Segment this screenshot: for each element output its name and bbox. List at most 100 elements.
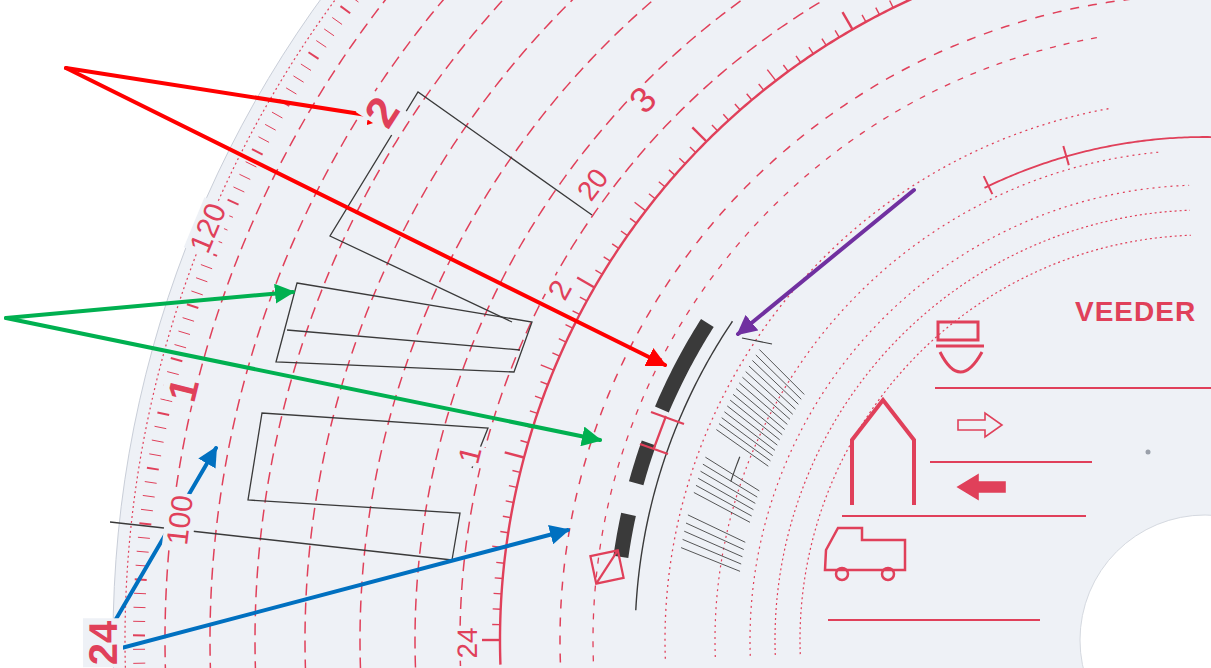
scale-tick	[505, 452, 524, 457]
scale-tick	[512, 471, 520, 473]
scale-tick	[239, 174, 250, 179]
scale-tick	[735, 104, 740, 110]
scale-tick	[316, 41, 326, 48]
speed-trace	[287, 330, 520, 350]
activity-bar	[636, 443, 649, 483]
scale-tick	[493, 608, 501, 610]
scale-tick	[559, 339, 566, 342]
truck-icon	[836, 568, 848, 580]
distance-hatch	[756, 355, 801, 399]
distance-hatch	[749, 366, 796, 409]
distance-hatch	[746, 372, 793, 415]
truck-icon	[825, 528, 905, 570]
scale-tick	[604, 257, 611, 261]
scale-tick	[862, 15, 866, 22]
availability-symbol	[590, 550, 623, 583]
scale-tick	[635, 202, 646, 211]
scale-tick	[712, 125, 718, 131]
annotation-arrow	[6, 318, 600, 440]
scale-tick	[783, 65, 788, 71]
distance-hatch	[700, 471, 755, 503]
distance-hatch	[727, 406, 777, 445]
distance-hatch	[730, 400, 780, 440]
distance-hatch	[733, 394, 782, 434]
scale-tick	[809, 47, 813, 54]
pin-hole	[1146, 450, 1151, 455]
arrow-out-icon	[958, 413, 1002, 437]
scale-tick	[492, 624, 500, 626]
driver-icon	[938, 322, 978, 340]
scale-ring	[593, 37, 1099, 661]
scale-tick	[324, 29, 334, 36]
scale-tick	[535, 396, 543, 399]
hour-number: 2	[356, 88, 408, 136]
scale-tick	[796, 56, 801, 63]
speed-trace	[248, 413, 488, 560]
scale-ring	[255, 0, 1211, 668]
scale-ring	[210, 0, 1211, 668]
hour-number: 2	[542, 274, 578, 306]
scale-ring	[305, 0, 1211, 668]
scale-tick	[566, 325, 573, 329]
activity-trace	[636, 321, 733, 610]
scale-tick	[137, 551, 149, 553]
scale-tick	[630, 218, 636, 223]
scale-tick	[595, 270, 602, 274]
distance-hatch	[705, 457, 759, 491]
distance-hatch	[759, 349, 804, 394]
scale-tick	[133, 649, 145, 650]
annotation-arrow	[66, 68, 665, 365]
scale-tick	[509, 486, 517, 488]
scale-ring	[665, 108, 1111, 659]
scale-tick	[258, 137, 269, 143]
annotation-arrow	[738, 190, 914, 334]
scale-tick	[187, 304, 198, 308]
annotation-arrow	[6, 292, 293, 318]
scale-tick	[233, 187, 244, 192]
distance-hatch	[681, 548, 740, 572]
distance-hatch	[719, 424, 770, 461]
speed-number: 20	[571, 163, 614, 208]
distance-hatch	[724, 412, 775, 451]
scale-tick	[171, 358, 183, 361]
activity-trace	[742, 338, 772, 344]
scale-tick	[580, 297, 587, 301]
distance-hatch	[742, 377, 790, 419]
scale-ring	[360, 0, 1211, 668]
scale-tick	[293, 76, 303, 82]
scale-ring	[165, 0, 1211, 668]
distance-hatch	[731, 457, 740, 482]
activity-line	[828, 619, 1040, 621]
speed-trace	[110, 92, 592, 560]
scale-tick	[332, 17, 342, 24]
scale-tick	[133, 621, 145, 622]
scale-tick	[496, 562, 504, 564]
scale-tick	[349, 0, 359, 2]
scale-tick	[904, 0, 907, 1]
scale-tick	[747, 94, 752, 100]
scale-tick	[540, 382, 547, 385]
scale-tick	[612, 244, 619, 248]
hour-number: 1	[453, 441, 487, 468]
hour-number: 24	[83, 619, 123, 668]
scale-tick	[134, 607, 146, 608]
scale-tick	[286, 88, 296, 94]
scale-tick	[196, 278, 207, 282]
scale-tick	[503, 516, 511, 517]
hour-number: 3	[622, 79, 665, 121]
scale-tick	[659, 182, 665, 187]
scale-tick	[139, 523, 151, 524]
scale-tick	[876, 8, 880, 15]
distance-hatch	[688, 515, 745, 542]
distance-hatch	[739, 383, 787, 425]
speed-trace	[276, 283, 532, 372]
distance-hatch	[703, 464, 757, 497]
hour-number: 24	[454, 625, 482, 660]
scale-tick	[649, 194, 655, 199]
distance-hatch	[694, 492, 750, 522]
scale-tick	[133, 634, 145, 636]
scale-tick	[143, 495, 155, 497]
scale-tick	[621, 231, 628, 236]
scale-tick	[301, 64, 311, 70]
